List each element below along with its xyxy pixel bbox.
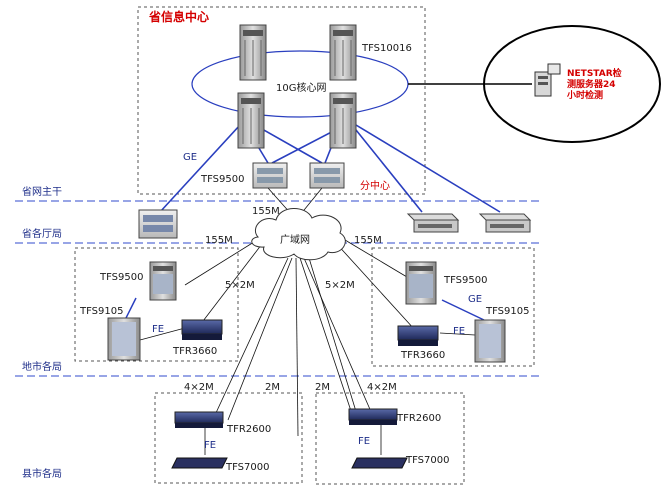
- tier-counties: 县市各局: [22, 467, 62, 480]
- link-5x2m-left: 5×2M: [225, 280, 255, 291]
- tfs7000-right-label: TFS7000: [405, 455, 449, 466]
- provincial-center-box: [137, 6, 426, 195]
- left-city-tfs9500: [149, 261, 177, 301]
- netstar-server-icon: [534, 63, 561, 97]
- center-switch-2: [309, 162, 345, 189]
- link-5x2m-right: 5×2M: [325, 280, 355, 291]
- tfs9105-left-label: TFS9105: [79, 306, 123, 317]
- right-city-tfs9105: [474, 319, 506, 363]
- tier-cities: 地市各局: [22, 360, 62, 373]
- left-city-tfs9105: [107, 317, 141, 361]
- department-router-right-1: [406, 213, 460, 233]
- sub-center-label: 分中心: [360, 179, 390, 192]
- right-city-tfr3660: [397, 325, 439, 346]
- right-county-box: [315, 392, 465, 485]
- left-county-tfs7000: [171, 457, 228, 469]
- tfr3660-left-label: TFR3660: [172, 346, 217, 357]
- link-4x2m-left: 4×2M: [184, 382, 214, 393]
- city-links: [125, 297, 485, 321]
- left-county-box: [154, 392, 303, 484]
- netstar-line-1: NETSTAR检: [567, 67, 622, 79]
- department-switch-left: [138, 209, 178, 239]
- netstar-line-2: 测服务器24: [567, 78, 616, 90]
- tfs10016-label: TFS10016: [361, 43, 412, 54]
- tfr2600-right-label: TFR2600: [396, 413, 441, 424]
- link-fe-county-right: FE: [358, 436, 370, 447]
- link-fe-left: FE: [152, 324, 164, 335]
- tfr3660-right-label: TFR3660: [400, 350, 445, 361]
- tfs9105-right-label: TFS9105: [485, 306, 529, 317]
- right-city-tfs9500: [405, 261, 437, 305]
- tfr2600-left-label: TFR2600: [226, 424, 271, 435]
- link-155m-left: 155M: [205, 235, 233, 246]
- link-155m-right: 155M: [354, 235, 382, 246]
- tfs7000-left-label: TFS7000: [225, 462, 269, 473]
- department-router-right-2: [478, 213, 532, 233]
- core-rack-3: [237, 92, 265, 149]
- core-rack-4: [329, 92, 357, 149]
- wan-label: 广域网: [280, 233, 310, 246]
- link-ge-right: GE: [468, 294, 482, 305]
- core-rack-1: [239, 24, 267, 81]
- tfs9500-left-label: TFS9500: [99, 272, 143, 283]
- left-county-tfr2600: [174, 411, 224, 428]
- link-fe-right: FE: [453, 326, 465, 337]
- tfs9500-center-label: TFS9500: [200, 174, 244, 185]
- tfs9500-right-label: TFS9500: [443, 275, 487, 286]
- city-fe-links: [139, 327, 476, 455]
- netstar-line-3: 小时检测: [566, 89, 603, 101]
- provincial-center-title: 省信息中心: [148, 9, 209, 24]
- link-155m-top: 155M: [252, 206, 280, 217]
- right-county-tfr2600: [348, 408, 398, 425]
- right-county-tfs7000: [351, 457, 408, 469]
- wan-cloud: [251, 208, 346, 261]
- left-city-tfr3660: [181, 319, 223, 340]
- link-fe-county-left: FE: [204, 440, 216, 451]
- tier-departments: 省各厅局: [22, 227, 62, 240]
- center-switch-1: [252, 162, 288, 189]
- ge-core-label: GE: [183, 152, 197, 163]
- core-rack-2: [329, 24, 357, 81]
- link-2m-right: 2M: [315, 382, 330, 393]
- link-2m-left: 2M: [265, 382, 280, 393]
- tier-backbone: 省网主干: [22, 185, 62, 198]
- link-4x2m-right: 4×2M: [367, 382, 397, 393]
- right-city-box: [371, 247, 535, 367]
- wan-links: [184, 187, 416, 437]
- core-ring-label: 10G核心网: [276, 81, 326, 94]
